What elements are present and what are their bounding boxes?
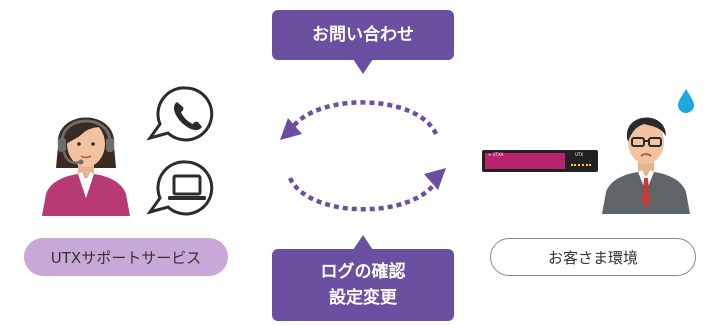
appliance-icon: ≡ UTXA UTX xyxy=(482,150,598,172)
sweat-drop-icon xyxy=(678,89,694,113)
phone-icon xyxy=(146,86,214,142)
log-check-line-2: 設定変更 xyxy=(329,288,397,308)
laptop-icon xyxy=(146,160,214,216)
appliance-model: UTX xyxy=(575,152,584,157)
support-service-label: UTXサポートサービス xyxy=(24,238,228,276)
log-check-callout: ログの確認 設定変更 xyxy=(272,235,454,321)
customer-environment-label: お客さま環境 xyxy=(490,238,696,276)
appliance-brand: ≡ UTXA xyxy=(488,152,504,157)
inquiry-callout: お問い合わせ xyxy=(272,10,454,74)
worried-customer-icon xyxy=(602,117,690,214)
inquiry-label: お問い合わせ xyxy=(312,25,414,45)
operator-icon xyxy=(42,117,130,216)
log-check-line-1: ログの確認 xyxy=(320,262,406,282)
cycle-arrows-icon xyxy=(280,100,446,212)
